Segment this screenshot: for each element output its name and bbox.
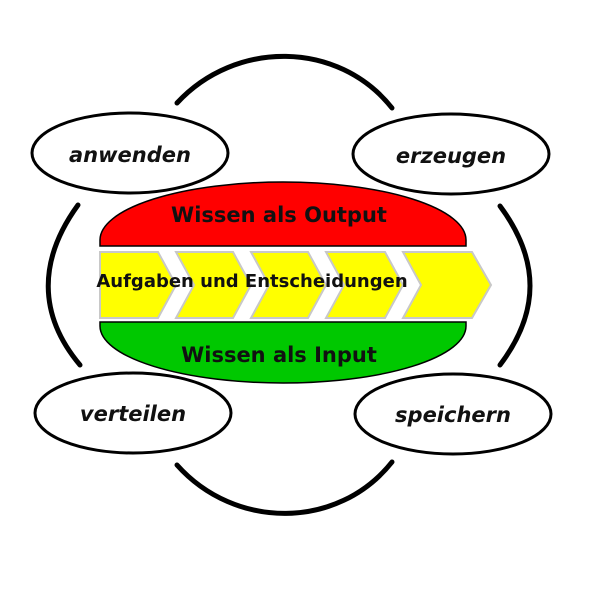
input-label: Wissen als Input: [181, 343, 377, 367]
chevron-3: [249, 251, 328, 319]
step-top-left-label: anwenden: [69, 143, 191, 167]
process-label: Aufgaben und Entscheidungen: [96, 271, 407, 292]
chevron-5: [401, 251, 493, 319]
chevron-2: [174, 251, 253, 319]
arc-left: [45, 202, 83, 368]
output-band: Wissen als Output: [99, 181, 467, 247]
step-bottom-right: speichern: [353, 372, 553, 456]
step-bottom-right-label: speichern: [395, 403, 511, 427]
output-label: Wissen als Output: [171, 203, 387, 227]
step-top-left: anwenden: [30, 111, 230, 195]
process-chevrons: Aufgaben und Entscheidungen: [96, 251, 493, 319]
arc-top: [174, 53, 395, 111]
chevron-1: [99, 251, 178, 319]
step-top-right-ellipse: [351, 112, 551, 196]
step-bottom-left: verteilen: [33, 371, 233, 455]
step-bottom-left-label: verteilen: [80, 402, 186, 426]
step-top-left-ellipse: [30, 111, 230, 195]
chevron-4: [324, 251, 405, 319]
arc-bottom: [174, 459, 395, 516]
arc-right: [497, 203, 533, 368]
input-half-ellipse: [99, 321, 467, 384]
input-band: Wissen als Input: [99, 321, 467, 384]
step-bottom-left-ellipse: [33, 371, 233, 455]
output-half-ellipse: [99, 181, 467, 247]
step-top-right: erzeugen: [351, 112, 551, 196]
step-bottom-right-ellipse: [353, 372, 553, 456]
step-top-right-label: erzeugen: [396, 144, 506, 168]
